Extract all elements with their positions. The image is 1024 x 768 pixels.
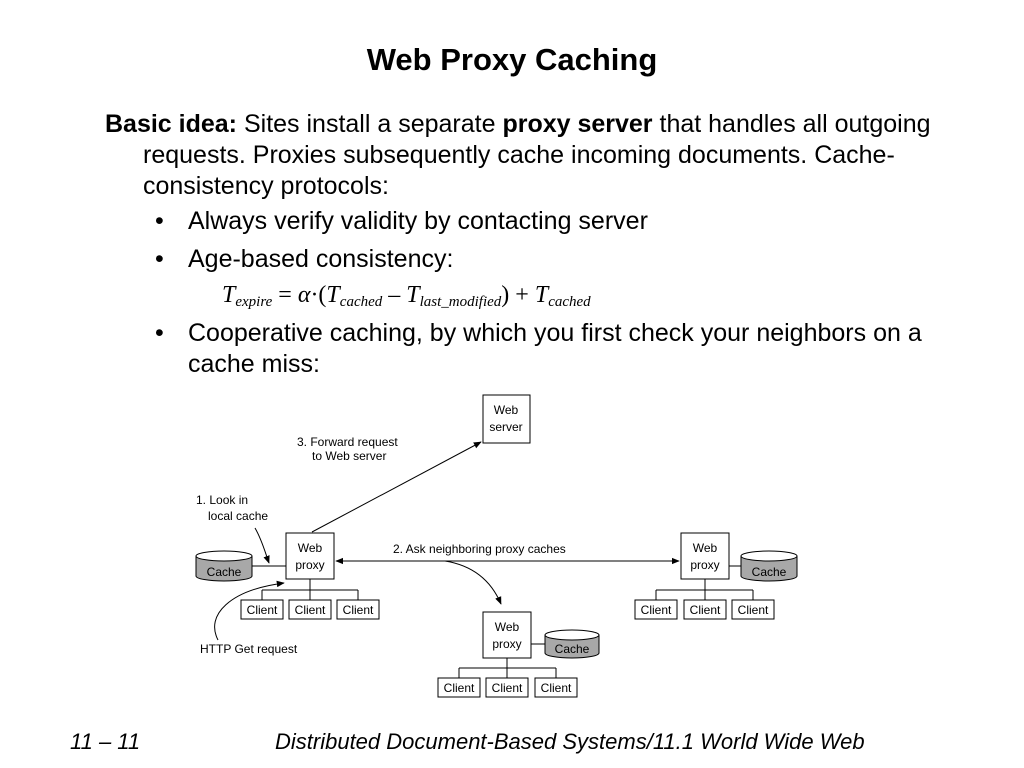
bullet-item: • Cooperative caching, by which you first… <box>155 318 968 380</box>
svg-text:Web: Web <box>494 403 519 417</box>
svg-text:proxy: proxy <box>690 558 719 572</box>
intro-paragraph: Basic idea: Sites install a separate pro… <box>105 109 983 202</box>
step1-label: local cache <box>208 509 268 523</box>
svg-text:Client: Client <box>738 603 769 617</box>
svg-text:proxy: proxy <box>295 558 324 572</box>
svg-text:Client: Client <box>444 681 475 695</box>
step3-label: 3. Forward request <box>297 435 398 449</box>
client-box: Client <box>534 677 578 698</box>
intro-bold-label: Basic idea: <box>105 110 238 138</box>
footer-course-title: Distributed Document-Based Systems/11.1 … <box>275 729 865 754</box>
svg-text:Cache: Cache <box>555 642 590 656</box>
web-proxy-bottom: Web proxy <box>482 611 532 659</box>
slide-title: Web Proxy Caching <box>366 42 658 77</box>
forward-arrow <box>311 441 482 533</box>
svg-text:Client: Client <box>690 603 721 617</box>
svg-text:server: server <box>489 420 522 434</box>
client-box: Client <box>634 599 678 620</box>
svg-text:Web: Web <box>495 620 520 634</box>
client-box: Client <box>240 599 284 620</box>
step1-label: 1. Look in <box>196 493 248 507</box>
bullet-text: Age-based consistency: <box>188 245 454 273</box>
bullet-text: Cooperative caching, by which you first … <box>188 319 922 378</box>
intro-bold-term: proxy server <box>502 110 653 138</box>
bottom-proxy-arrow <box>444 560 502 605</box>
client-box: Client <box>485 677 529 698</box>
cache-bottom: Cache <box>544 629 600 659</box>
bullet-item: • Age-based consistency: <box>155 244 968 275</box>
svg-text:Web: Web <box>298 541 323 555</box>
client-box: Client <box>683 599 727 620</box>
svg-text:Client: Client <box>247 603 278 617</box>
bullet-text: Always verify validity by contacting ser… <box>188 207 648 235</box>
web-proxy-left: Web proxy <box>285 532 335 580</box>
intro-text-1: Sites install a separate <box>237 110 503 138</box>
cache-right: Cache <box>740 550 798 582</box>
intro-text-2: that handles all outgoing requests. Prox… <box>143 110 931 200</box>
svg-text:Cache: Cache <box>752 565 787 579</box>
svg-text:Cache: Cache <box>207 565 242 579</box>
svg-text:Client: Client <box>641 603 672 617</box>
bullet-dot: • <box>155 319 164 347</box>
client-box: Client <box>336 599 380 620</box>
svg-text:proxy: proxy <box>492 637 521 651</box>
svg-text:Client: Client <box>492 681 523 695</box>
bullet-item: • Always verify validity by contacting se… <box>155 206 968 237</box>
client-box: Client <box>731 599 775 620</box>
svg-text:Client: Client <box>343 603 374 617</box>
web-server-box: Web server <box>482 394 531 444</box>
bullet-dot: • <box>155 207 164 235</box>
svg-text:Web: Web <box>693 541 718 555</box>
cache-left: Cache <box>195 550 253 582</box>
client-box: Client <box>288 599 332 620</box>
step3-label: to Web server <box>312 449 386 463</box>
web-proxy-right: Web proxy <box>680 532 730 580</box>
svg-text:Client: Client <box>295 603 326 617</box>
svg-text:Client: Client <box>541 681 572 695</box>
age-formula: Texpire = α·(Tcached – Tlast_modified) +… <box>222 282 591 310</box>
bullet-dot: • <box>155 245 164 273</box>
local-cache-arrow <box>254 527 270 564</box>
client-box: Client <box>437 677 481 698</box>
http-get-arrow <box>214 580 285 641</box>
http-get-label: HTTP Get request <box>200 642 298 656</box>
step2-label: 2. Ask neighboring proxy caches <box>393 542 566 556</box>
footer-page-number: 11 – 11 <box>70 729 141 754</box>
